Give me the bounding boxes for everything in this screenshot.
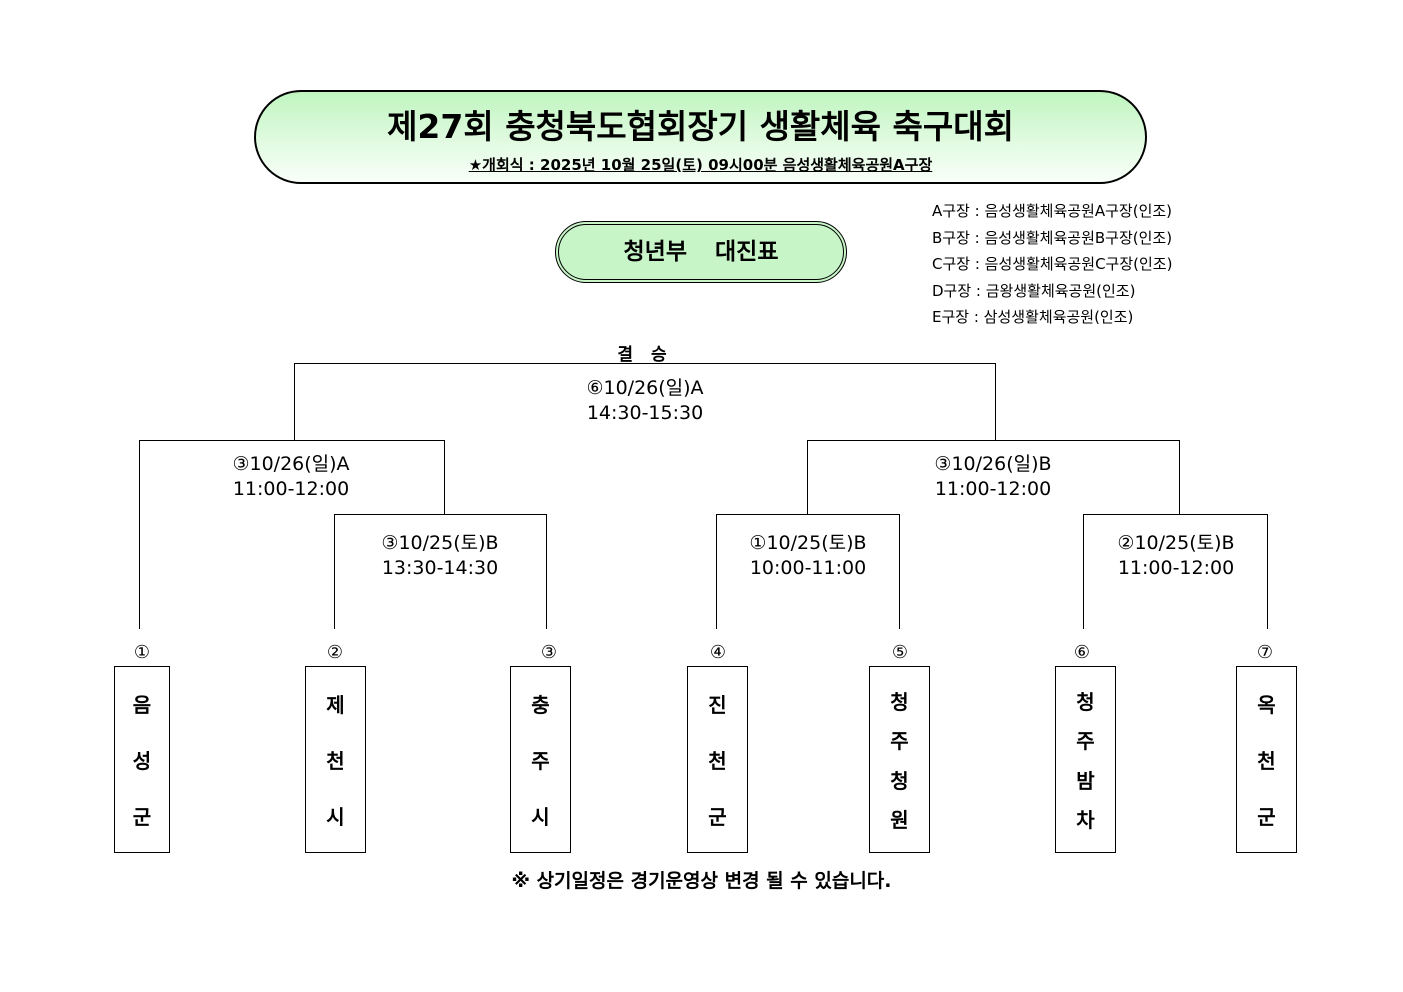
- team-box-cheongju-cheongwon: 청 주 청 원: [869, 666, 930, 853]
- match-date: ①10/25(토)B: [749, 532, 867, 554]
- team-char: 천: [326, 748, 345, 773]
- team-char: 천: [708, 748, 727, 773]
- final-title: 결 승: [617, 345, 673, 365]
- bracket-line: [334, 514, 547, 515]
- tournament-title: 제27회 충청북도협회장기 생활체육 축구대회: [387, 107, 1014, 146]
- team-box-eumseong: 음 성 군: [114, 666, 170, 853]
- team-char: 천: [1257, 748, 1276, 773]
- team-char: 차: [1076, 808, 1095, 833]
- bracket-line: [716, 514, 900, 515]
- semi-left-match: ③10/26(일)A 11:00-12:00: [161, 452, 421, 502]
- match-date: ③10/25(토)B: [381, 532, 499, 554]
- venue-c: C구장 : 음성생활체육공원C구장(인조): [932, 255, 1173, 273]
- team-char: 진: [708, 692, 727, 717]
- team-seed: ⑦: [1256, 642, 1274, 663]
- team-char: 주: [531, 748, 550, 773]
- team-char: 시: [531, 805, 550, 830]
- bracket-line: [444, 440, 445, 515]
- team-seed: ①: [133, 642, 151, 663]
- bracket-line: [716, 514, 717, 629]
- bracket-line: [546, 514, 547, 629]
- opening-ceremony-info: ★개회식 : 2025년 10월 25일(토) 09시00분 음성생활체육공원A…: [468, 156, 933, 174]
- semi-right-match: ③10/26(일)B 11:00-12:00: [863, 452, 1123, 502]
- bracket-line: [294, 363, 996, 364]
- r1-left-match: ③10/25(토)B 13:30-14:30: [310, 531, 570, 581]
- schedule-note: ※ 상기일정은 경기운영상 변경 될 수 있습니다.: [0, 866, 1403, 893]
- schedule-note-text: ※ 상기일정은 경기운영상 변경 될 수 있습니다.: [511, 870, 892, 892]
- venue-b: B구장 : 음성생활체육공원B구장(인조): [932, 228, 1173, 247]
- team-char: 옥: [1257, 692, 1276, 717]
- team-char: 충: [531, 692, 550, 717]
- team-box-jecheon: 제 천 시: [305, 666, 366, 853]
- division-label: 대진표: [715, 239, 779, 265]
- team-char: 밤: [1076, 768, 1095, 793]
- bracket-line: [294, 363, 295, 440]
- venue-e: E구장 : 삼성생활체육공원(인조): [932, 308, 1134, 326]
- venue-d: D구장 : 금왕생활체육공원(인조): [932, 281, 1136, 300]
- team-seed: ⑥: [1073, 642, 1091, 663]
- match-time: 13:30-14:30: [381, 557, 499, 579]
- team-seed: ②: [326, 642, 344, 663]
- team-char: 군: [708, 805, 727, 830]
- bracket-line: [334, 514, 335, 629]
- match-time: 14:30-15:30: [586, 402, 704, 424]
- bracket-line: [139, 440, 445, 441]
- team-char: 군: [132, 805, 152, 830]
- team-box-okcheon: 옥 천 군: [1236, 666, 1297, 853]
- team-char: 원: [890, 808, 909, 833]
- team-char: 청: [1076, 689, 1095, 714]
- bracket-line: [1083, 514, 1268, 515]
- match-time: 11:00-12:00: [1117, 557, 1235, 579]
- team-box-chungju: 충 주 시: [510, 666, 571, 853]
- team-char: 주: [890, 729, 909, 754]
- team-box-jincheon: 진 천 군: [687, 666, 748, 853]
- bracket-line: [995, 363, 996, 440]
- team-box-cheongju-bamcha: 청 주 밤 차: [1055, 666, 1116, 853]
- bracket-line: [807, 440, 808, 515]
- team-char: 청: [890, 768, 909, 793]
- match-date: ⑥10/26(일)A: [586, 377, 704, 399]
- bracket-line: [139, 440, 140, 629]
- team-char: 음: [132, 692, 152, 717]
- final-match: ⑥10/26(일)A 14:30-15:30: [515, 376, 775, 426]
- match-time: 10:00-11:00: [749, 557, 867, 579]
- r1-right-match: ②10/25(토)B 11:00-12:00: [1046, 531, 1306, 581]
- venue-list: A구장 : 음성생활체육공원A구장(인조) B구장 : 음성생활체육공원B구장(…: [932, 198, 1172, 331]
- match-time: 11:00-12:00: [232, 478, 350, 500]
- team-seed: ④: [709, 642, 727, 663]
- team-seed: ③: [540, 642, 558, 663]
- team-char: 주: [1076, 729, 1095, 754]
- bracket-line: [807, 440, 1180, 441]
- team-seed: ⑤: [891, 642, 909, 663]
- division-name: 청년부: [623, 239, 687, 265]
- bracket-line: [1083, 514, 1084, 629]
- match-date: ③10/26(일)A: [232, 453, 350, 475]
- team-char: 시: [326, 805, 345, 830]
- bracket-line: [1179, 440, 1180, 515]
- match-date: ②10/25(토)B: [1117, 532, 1235, 554]
- division-banner: 청년부 대진표: [555, 221, 847, 283]
- bracket-line: [1267, 514, 1268, 629]
- team-char: 청: [890, 689, 909, 714]
- title-banner: 제27회 충청북도협회장기 생활체육 축구대회 ★개회식 : 2025년 10월…: [254, 90, 1147, 184]
- match-time: 11:00-12:00: [934, 478, 1052, 500]
- venue-a: A구장 : 음성생활체육공원A구장(인조): [932, 202, 1173, 220]
- match-date: ③10/26(일)B: [934, 453, 1052, 475]
- r1-mid-match: ①10/25(토)B 10:00-11:00: [678, 531, 938, 581]
- team-char: 성: [132, 748, 152, 773]
- bracket-line: [899, 514, 900, 629]
- team-char: 제: [326, 692, 345, 717]
- team-char: 군: [1257, 805, 1276, 830]
